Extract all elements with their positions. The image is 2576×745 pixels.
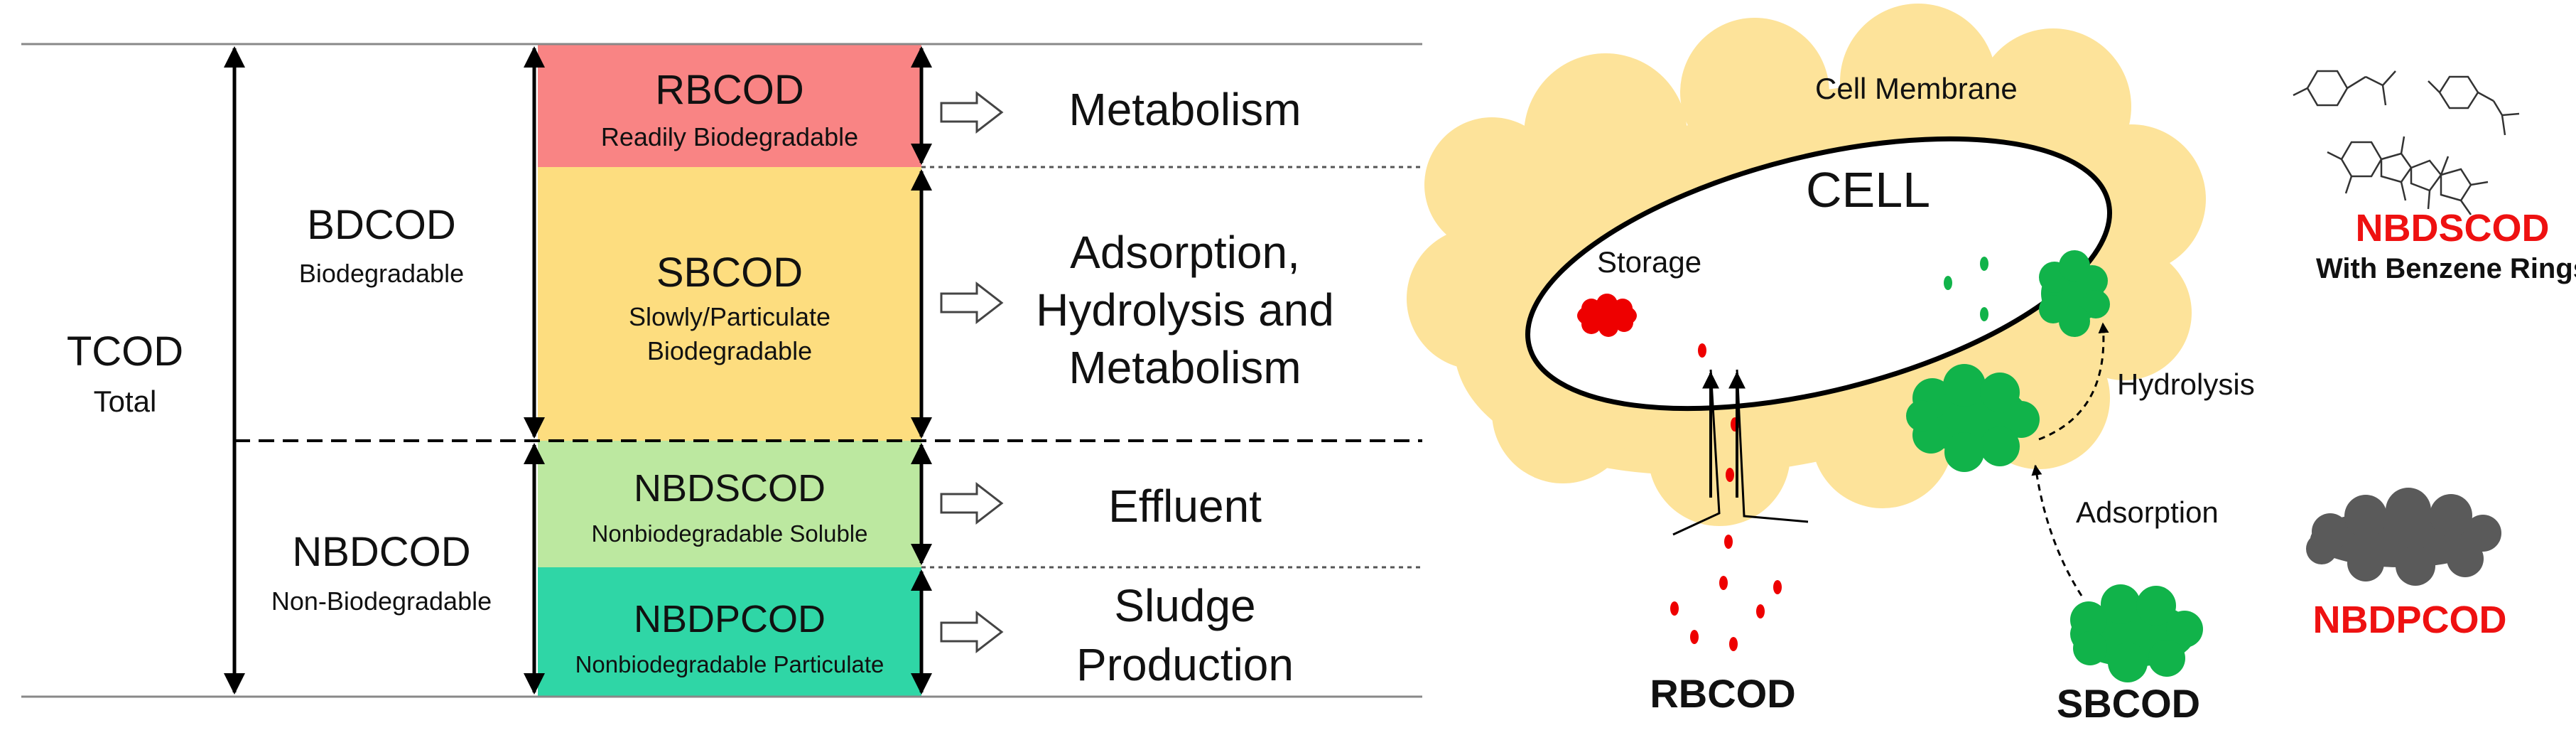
fate-arrows (940, 90, 1004, 654)
nbdscod-subcaption: With Benzene Rings (2315, 253, 2576, 284)
membrane-label: Cell Membrane (1815, 72, 2018, 105)
nbdscod-desc: Nonbiodegradable Soluble (591, 520, 868, 547)
rbcod-desc: Readily Biodegradable (600, 122, 859, 151)
hydrolysis-label: Hydrolysis (2117, 368, 2255, 401)
fate-production: Production (1076, 639, 1294, 690)
sbcod-floc-free (2070, 584, 2203, 682)
bdcod-desc: Biodegradable (298, 259, 465, 288)
cell-body (1525, 136, 2112, 412)
nbdcod-label: NBDCOD (292, 529, 471, 575)
nbdcod-desc: Non-Biodegradable (271, 586, 492, 616)
benzene-structures-icon (2293, 70, 2520, 215)
fate-metabolism-2: Metabolism (1068, 342, 1301, 393)
nbdscod-caption: NBDSCOD (2355, 207, 2550, 250)
fate-arrow-icon (940, 281, 1004, 325)
nbdscod-box (538, 441, 921, 567)
rbcod-label: RBCOD (655, 67, 804, 113)
rbcod-box (538, 44, 921, 167)
storage-label: Storage (1597, 245, 1702, 279)
fate-metabolism: Metabolism (1068, 84, 1301, 135)
fate-adsorption: Adsorption, (1070, 227, 1300, 278)
nbdpcod-box (538, 567, 921, 697)
fate-effluent: Effluent (1108, 481, 1262, 532)
nbdscod-label: NBDSCOD (633, 467, 826, 510)
fate-sludge: Sludge (1114, 580, 1256, 631)
sbcod-caption: SBCOD (2056, 681, 2201, 726)
fate-arrow-icon (940, 481, 1004, 525)
transport-channel (1672, 369, 1809, 536)
bdcod-label: BDCOD (307, 202, 456, 248)
sbcod-desc-2: Biodegradable (646, 336, 813, 365)
cell-label: CELL (1806, 162, 1931, 218)
nbdpcod-label: NBDPCOD (633, 598, 826, 641)
hydrolyzed-particles (1944, 257, 1988, 321)
fractionation-table (21, 43, 1422, 698)
sbcod-floc-membrane (2039, 250, 2110, 337)
tcod-label: TCOD (66, 328, 184, 375)
adsorption-arrow (2031, 464, 2083, 596)
fate-arrow-icon (940, 90, 1004, 134)
adsorption-label: Adsorption (2076, 495, 2219, 529)
sbcod-floc-adsorbed (1906, 364, 2040, 472)
nbdpcod-desc: Nonbiodegradable Particulate (575, 651, 884, 677)
fate-arrow-icon (940, 610, 1004, 654)
rbcod-caption: RBCOD (1650, 671, 1796, 716)
rbcod-particles (1670, 343, 1782, 651)
nbdpcod-caption: NBDPCOD (2312, 599, 2507, 641)
nbdpcod-cloud (2306, 488, 2501, 586)
cell-schematic (1407, 4, 2520, 682)
tcod-desc: Total (93, 385, 157, 418)
sbcod-label: SBCOD (656, 250, 803, 296)
sbcod-box (538, 167, 921, 441)
storage-blob (1577, 294, 1637, 337)
sbcod-desc-1: Slowly/Particulate (628, 302, 831, 331)
fate-hydrolysis: Hydrolysis and (1036, 284, 1334, 336)
